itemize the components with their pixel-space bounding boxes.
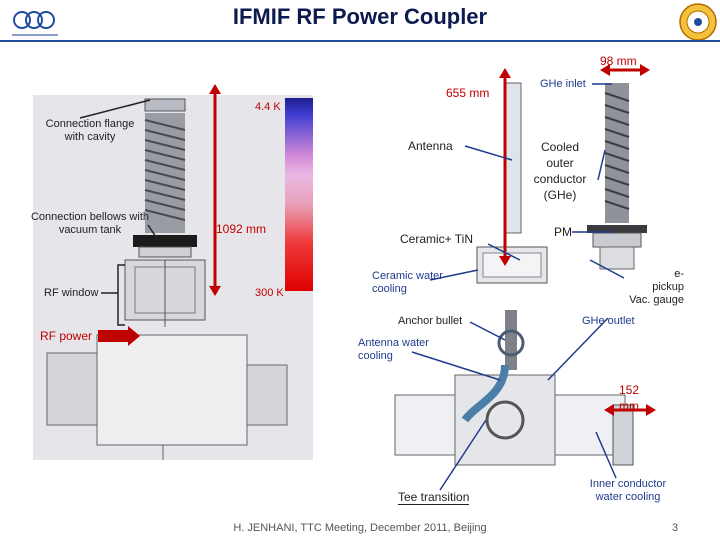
connection-flange-label: Connection flange with cavity [45,118,135,143]
epickup-line-3: Vac. gauge [629,294,684,306]
footer-text: H. JENHANI, TTC Meeting, December 2011, … [233,522,487,534]
length-1092-label: 1092 mm [216,222,267,236]
cooled-outer-conductor-label: Cooled outer conductor (GHe) [522,139,598,203]
epickup-vac-gauge-label: e- pickup Vac. gauge [614,268,684,307]
title-divider [0,40,720,42]
temp-bottom-label: 300 K [255,287,284,299]
inner-conductor-line-2: water cooling [595,491,661,503]
temp-top-label: 4.4 K [255,101,281,113]
epickup-line-2: pickup [652,281,684,293]
cooled-line-1: Cooled [540,140,580,154]
cooled-line-2: outer [546,156,574,170]
antenna-label: Antenna [408,139,453,153]
coupler-cutaway-image [355,75,680,475]
inner-conductor-cooling-label: Inner conductor water cooling [578,478,678,504]
ceramic-water-line-2: cooling [372,283,407,295]
antenna-water-line-1: Antenna water [358,337,429,349]
temperature-gradient-bar [285,98,313,291]
length-655-label: 655 mm [446,86,490,100]
tee-transition-label: Tee transition [398,490,470,505]
ceramic-water-cooling-label: Ceramic water cooling [372,270,443,296]
page-number: 3 [672,522,679,534]
dim-98-label: 98 mm [600,54,637,68]
ceramic-water-line-1: Ceramic water [372,270,443,282]
connection-bellows-label: Connection bellows with vacuum tank [30,211,149,236]
cea-logo [4,6,64,42]
cooled-line-3: conductor [533,172,587,186]
dim-152-line-2: mm [619,399,639,413]
page-title: IFMIF RF Power Coupler [232,4,488,29]
ghe-outlet-label: GHe outlet [582,315,635,327]
coupler-assembly-image [33,95,313,460]
anchor-bullet-label: Anchor bullet [398,315,463,327]
pm-label: PM [554,225,572,239]
ifmif-logo [678,2,718,42]
epickup-line-1: e- [674,268,684,280]
ghe-inlet-label: GHe inlet [540,78,586,90]
dim-152-label: 152 mm [614,382,644,414]
dim-152-line-1: 152 [618,383,640,397]
length-1092-arrow [209,84,221,296]
rf-window-label: RF window [44,287,99,299]
rf-power-label: RF power [40,329,93,343]
cooled-line-4: (GHe) [543,188,577,202]
antenna-water-cooling-label: Antenna water cooling [358,337,429,363]
ceramic-tin-label: Ceramic+ TiN [400,232,474,246]
antenna-water-line-2: cooling [358,350,393,362]
inner-conductor-line-1: Inner conductor [589,478,667,490]
